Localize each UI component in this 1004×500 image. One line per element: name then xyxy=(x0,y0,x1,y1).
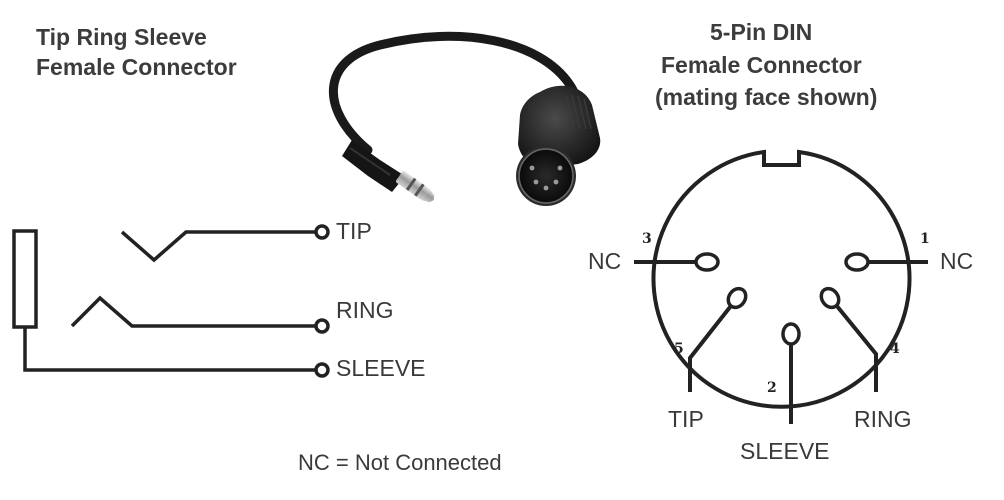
din-pin4-label: RING xyxy=(854,406,912,432)
din-plug-body xyxy=(516,85,601,206)
trs-tip-terminal xyxy=(314,224,330,240)
din-title-line2: Female Connector xyxy=(661,52,862,78)
trs-ring-label: RING xyxy=(336,297,394,323)
trs-sleeve-label: SLEEVE xyxy=(336,355,426,381)
din-pin2 xyxy=(781,322,801,346)
plug-shaft xyxy=(396,171,435,203)
trs-sleeve-terminal xyxy=(314,362,330,378)
trs-schematic xyxy=(12,229,316,372)
din-pin5-lead xyxy=(688,300,736,392)
din-pin5-label: TIP xyxy=(668,406,704,432)
trs-tip-label: TIP xyxy=(336,218,372,244)
din-pin2-number: 2 xyxy=(767,380,777,396)
legend-note: NC = Not Connected xyxy=(298,450,502,475)
din-pin5 xyxy=(726,286,748,310)
din-title-line3: (mating face shown) xyxy=(655,84,878,110)
trs-ring-contact xyxy=(70,295,316,328)
din-pin4-lead xyxy=(830,298,878,392)
din-pin5-number: 5 xyxy=(674,341,684,357)
trs-sleeve-wire xyxy=(23,327,316,372)
din-pins xyxy=(694,252,870,346)
adapter-cable-illustration xyxy=(329,31,601,206)
din-pin3-number: 3 xyxy=(642,231,652,247)
trs-ring-terminal xyxy=(314,318,330,334)
trs-title-line2: Female Connector xyxy=(36,54,237,80)
trs-terminals xyxy=(314,224,330,378)
din-pin4 xyxy=(819,286,841,310)
trs-title-line1: Tip Ring Sleeve xyxy=(36,24,207,50)
din-pin3-label: NC xyxy=(588,248,622,274)
trs-tip-contact xyxy=(120,230,316,263)
trs-sleeve-body xyxy=(12,229,38,329)
din-pin1-number: 1 xyxy=(920,231,930,247)
din-pin1-label: NC xyxy=(940,248,974,274)
din-pin2-label: SLEEVE xyxy=(740,438,830,464)
din-title-line1: 5-Pin DIN xyxy=(710,19,813,45)
din-outer-shell xyxy=(651,149,912,409)
din-pin3 xyxy=(694,252,720,272)
din-schematic xyxy=(634,149,928,424)
din-pin1 xyxy=(844,252,870,272)
din-pin4-number: 4 xyxy=(890,341,900,357)
